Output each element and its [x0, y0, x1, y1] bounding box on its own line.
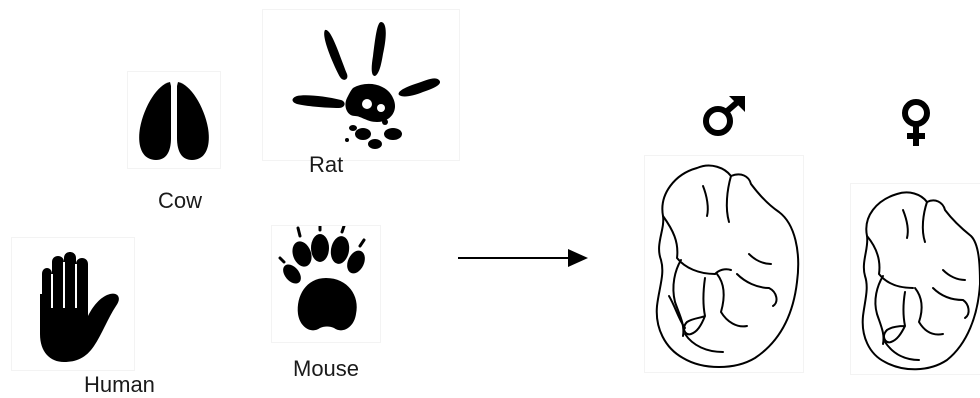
- male-embryo-panel: [645, 156, 803, 372]
- rat-print-panel: [263, 10, 459, 160]
- human-print-panel: [12, 238, 134, 370]
- female-embryo-icon: [851, 184, 980, 374]
- cow-label: Cow: [158, 188, 202, 214]
- mouse-label: Mouse: [293, 356, 359, 382]
- mouse-print-panel: [272, 226, 380, 342]
- rat-pawprint-icon: [263, 10, 459, 160]
- male-embryo-icon: [645, 156, 803, 372]
- cow-hoofprint-icon: [128, 72, 220, 168]
- human-label: Human: [84, 372, 155, 398]
- male-symbol-icon: [701, 94, 751, 138]
- cow-print-panel: [128, 72, 220, 168]
- human-handprint-icon: [12, 238, 134, 370]
- right-arrow-icon: [456, 246, 596, 270]
- female-symbol-icon: [899, 98, 933, 150]
- mouse-pawprint-icon: [272, 226, 380, 342]
- rat-label: Rat: [309, 152, 343, 178]
- female-embryo-panel: [851, 184, 980, 374]
